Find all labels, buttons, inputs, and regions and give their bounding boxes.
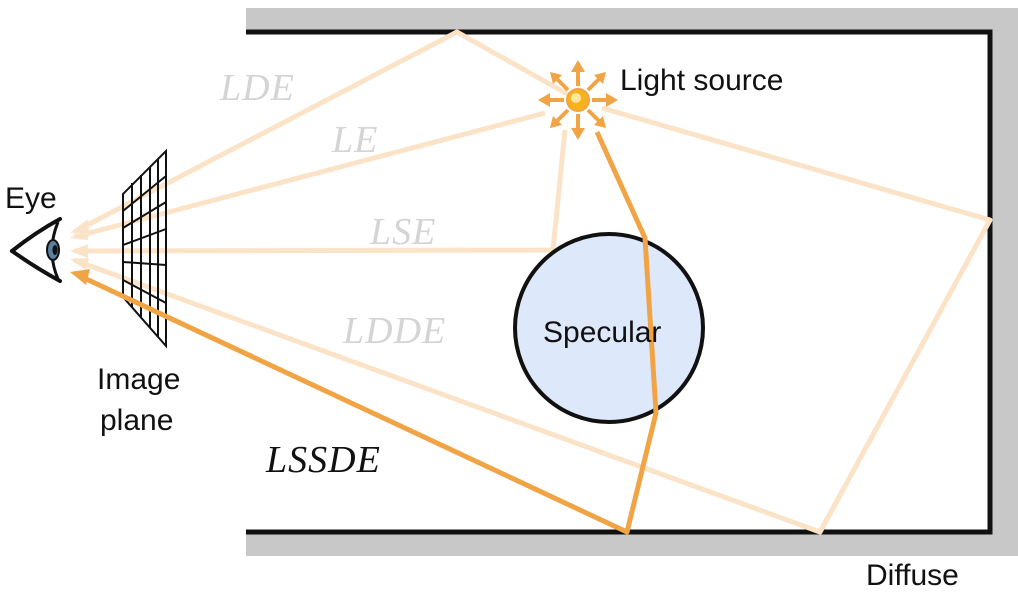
ray-le	[73, 110, 546, 240]
specular-label: Specular	[543, 316, 661, 349]
light-source-icon	[538, 60, 618, 140]
grid-h	[122, 201, 167, 229]
arrowhead	[70, 258, 89, 270]
right-wall	[990, 8, 1018, 556]
image-plane-label-line2: plane	[100, 404, 173, 437]
ray-ldde	[73, 105, 993, 535]
arrowhead	[70, 227, 89, 240]
grid-h	[122, 279, 167, 304]
faded-arrowheads	[70, 219, 89, 270]
ray-lde	[72, 29, 580, 235]
room-outline	[246, 29, 993, 535]
top-wall	[246, 8, 1018, 32]
arrowhead	[70, 219, 88, 233]
path-label-lse: LSE	[369, 211, 436, 253]
image-plane-grid	[122, 148, 167, 349]
grid-h	[122, 261, 167, 266]
ray-lse	[73, 129, 568, 254]
path-label-le: LE	[331, 119, 378, 161]
image-plane-label-line1: Image	[97, 363, 180, 396]
path-label-lssde: LSSDE	[265, 439, 381, 481]
diffuse-label: Diffuse	[866, 559, 959, 592]
arrowhead-lssde	[70, 269, 90, 285]
path-label-ldde: LDDE	[342, 310, 446, 352]
bold-ray-lssde	[70, 130, 659, 535]
room	[246, 8, 1018, 556]
grid-h	[122, 228, 167, 246]
bottom-wall	[246, 532, 1018, 556]
faded-rays	[72, 29, 993, 535]
grid-h	[122, 175, 167, 212]
arrowhead	[70, 244, 88, 258]
path-label-lde: LDE	[219, 67, 295, 109]
ray-lssde	[80, 130, 659, 535]
light-source-label: Light source	[620, 64, 783, 97]
eye-label: Eye	[5, 182, 57, 215]
eye-icon	[10, 217, 62, 283]
